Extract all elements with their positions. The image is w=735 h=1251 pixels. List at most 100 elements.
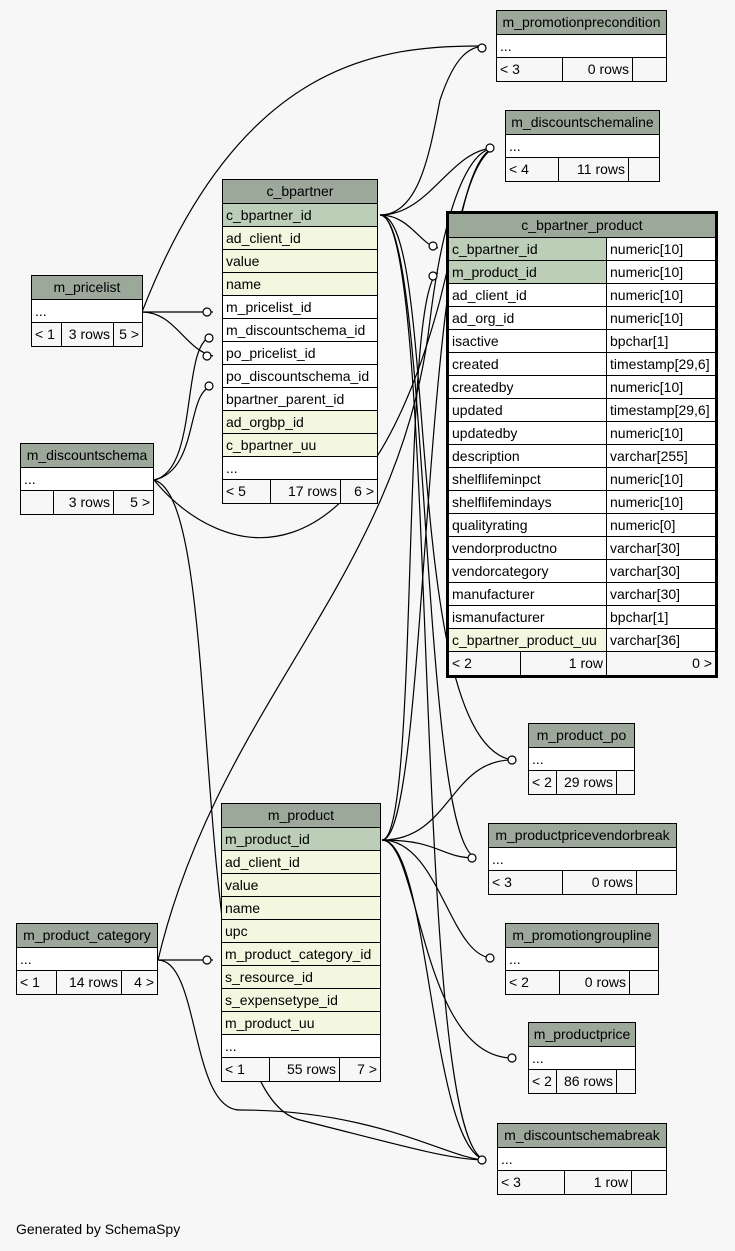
edge-product-discschemaline xyxy=(381,147,495,841)
column-name: m_product_category_id xyxy=(225,946,372,962)
parents-count[interactable]: < 2 xyxy=(506,971,560,994)
row-count: 11 rows xyxy=(559,158,629,181)
children-count[interactable] xyxy=(617,771,634,794)
table-title: c_bpartner xyxy=(223,180,377,204)
children-count[interactable] xyxy=(637,871,676,894)
parents-count[interactable]: < 3 xyxy=(497,58,563,81)
parents-count[interactable]: < 1 xyxy=(32,323,62,346)
column-name: name xyxy=(226,276,262,292)
column-name: c_bpartner_id xyxy=(449,238,607,260)
column-name: ... xyxy=(225,1038,237,1054)
table-m-discountschema[interactable]: m_discountschema ... 3 rows 5 > xyxy=(20,443,154,515)
parents-count[interactable]: < 5 xyxy=(223,480,271,503)
table-title: m_productprice xyxy=(529,1023,635,1047)
column-type: bpchar[1] xyxy=(610,333,669,349)
table-c-bpartner[interactable]: c_bpartner c_bpartner_id ad_client_id va… xyxy=(222,179,378,504)
row-count: 0 rows xyxy=(563,871,637,894)
table-title: m_product_po xyxy=(529,724,634,748)
column-name: bpartner_parent_id xyxy=(226,391,345,407)
table-m-discountschemaline[interactable]: m_discountschemaline ... < 4 11 rows xyxy=(505,110,660,182)
parents-count[interactable]: < 2 xyxy=(529,771,557,794)
column-name: manufacturer xyxy=(449,583,607,605)
children-count[interactable] xyxy=(617,1070,635,1093)
column-name: po_discountschema_id xyxy=(226,368,370,384)
column-name: shelflifeminpct xyxy=(449,468,607,490)
ellipsis: ... xyxy=(20,951,32,967)
table-title: m_discountschemaline xyxy=(506,111,659,135)
row-count: 3 rows xyxy=(62,323,114,346)
edge-bpartner-discbreak xyxy=(379,214,487,1161)
edge-discschema-bpartner-1 xyxy=(153,335,214,481)
column-name: ad_client_id xyxy=(225,854,300,870)
children-count[interactable]: 0 > xyxy=(692,655,712,671)
edge-end-circle xyxy=(204,333,214,343)
children-count[interactable]: 6 > xyxy=(354,483,374,499)
edge-end-circle xyxy=(467,853,477,863)
column-type: numeric[10] xyxy=(610,241,684,257)
edge-end-circle xyxy=(428,241,438,251)
edge-end-circle xyxy=(507,755,517,765)
children-count[interactable]: 7 > xyxy=(357,1061,377,1077)
parents-count[interactable]: < 1 xyxy=(17,971,57,994)
table-m-product-po[interactable]: m_product_po ... < 2 29 rows xyxy=(528,723,635,795)
parents-count[interactable]: < 3 xyxy=(489,871,563,894)
children-count[interactable] xyxy=(629,158,659,181)
row-count: 0 rows xyxy=(560,971,630,994)
column-type: bpchar[1] xyxy=(610,609,669,625)
children-count[interactable]: 5 > xyxy=(130,494,150,510)
parents-count[interactable]: < 3 xyxy=(498,1171,565,1194)
parents-count[interactable]: < 4 xyxy=(506,158,559,181)
edge-end-circle xyxy=(485,953,495,963)
parents-count[interactable]: < 1 xyxy=(222,1058,270,1081)
row-count: 29 rows xyxy=(557,771,617,794)
children-count[interactable] xyxy=(632,1171,666,1194)
children-count[interactable]: 4 > xyxy=(134,974,154,990)
ellipsis: ... xyxy=(35,303,47,319)
children-count[interactable] xyxy=(630,971,658,994)
column-name: m_discountschema_id xyxy=(226,322,366,338)
edge-end-circle xyxy=(202,307,212,317)
edge-product-productpo xyxy=(381,759,513,841)
table-m-product-category[interactable]: m_product_category ... < 1 14 rows 4 > xyxy=(16,923,158,995)
column-type: varchar[36] xyxy=(610,632,681,648)
children-count[interactable] xyxy=(633,58,666,81)
column-type: numeric[0] xyxy=(610,517,676,533)
edge-end-circle xyxy=(507,1053,517,1063)
column-name: created xyxy=(449,353,607,375)
row-count: 0 rows xyxy=(563,58,633,81)
table-m-productpricevendorbreak[interactable]: m_productpricevendorbreak ... < 3 0 rows xyxy=(488,823,677,895)
table-title: m_discountschemabreak xyxy=(498,1124,666,1148)
parents-count[interactable] xyxy=(21,491,54,514)
column-name: m_pricelist_id xyxy=(226,299,312,315)
edge-end-circle xyxy=(204,381,214,391)
parents-count[interactable]: < 2 xyxy=(529,1070,557,1093)
column-name: m_product_uu xyxy=(225,1015,315,1031)
edge-bpartner-productpo xyxy=(379,214,513,761)
edge-end-circle xyxy=(202,955,212,965)
table-m-discountschemabreak[interactable]: m_discountschemabreak ... < 3 1 row xyxy=(497,1123,667,1195)
table-m-product[interactable]: m_product m_product_id ad_client_id valu… xyxy=(221,803,381,1082)
column-name: c_bpartner_product_uu xyxy=(449,629,607,651)
row-count: 1 row xyxy=(565,1171,632,1194)
parents-count[interactable]: < 2 xyxy=(449,652,521,675)
table-title: m_product xyxy=(222,804,380,828)
table-m-promotionprecondition[interactable]: m_promotionprecondition ... < 3 0 rows xyxy=(496,10,667,82)
column-name: updated xyxy=(449,399,607,421)
column-name: po_pricelist_id xyxy=(226,345,316,361)
column-type: varchar[255] xyxy=(610,448,688,464)
table-m-pricelist[interactable]: m_pricelist ... < 1 3 rows 5 > xyxy=(31,275,143,347)
column-type: numeric[10] xyxy=(610,425,684,441)
column-name: name xyxy=(225,900,261,916)
column-name: s_resource_id xyxy=(225,969,313,985)
edge-product-productprice xyxy=(381,839,515,1059)
table-c-bpartner-product[interactable]: c_bpartner_product c_bpartner_id numeric… xyxy=(446,211,718,678)
row-count: 17 rows xyxy=(271,480,341,503)
column-name: ... xyxy=(226,460,238,476)
children-count[interactable]: 5 > xyxy=(119,326,139,342)
column-type: varchar[30] xyxy=(610,586,681,602)
table-m-promotiongroupline[interactable]: m_promotiongroupline ... < 2 0 rows xyxy=(505,923,659,995)
edge-product-promogroupline xyxy=(381,839,495,959)
edge-bpartner-promoprecond xyxy=(379,45,487,216)
edge-end-circle xyxy=(202,351,212,361)
table-m-productprice[interactable]: m_productprice ... < 2 86 rows xyxy=(528,1022,636,1094)
